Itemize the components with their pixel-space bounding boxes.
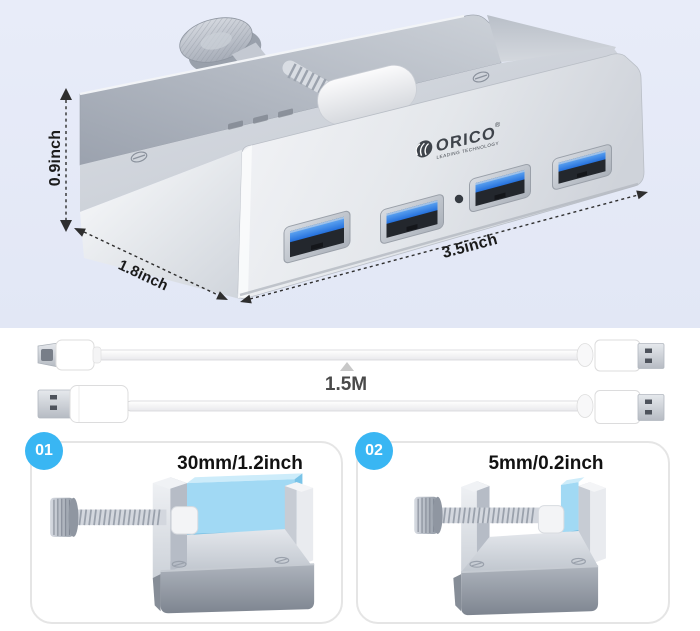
base-screw-icons [171,556,290,568]
usb-a-connector-bottom-left [37,385,129,423]
cable-top [37,339,665,372]
clamp-opening-label-2: 5mm/0.2inch [488,453,604,474]
clamp-open-30mm-render [50,473,315,614]
dimension-height-label: 0.9inch [47,129,64,187]
usb-a-connector-bottom-right [576,390,665,424]
clamp-spec-card-1 [30,441,343,624]
micro-usb-connector [37,339,102,371]
usb-hub-render: ORICO ® LEADING TECHNOLOGY [60,14,648,304]
clamp-opening-label-1: 30mm/1.2inch [177,453,303,474]
clamp-base [152,563,315,614]
step-badge-01: 01 [25,432,63,470]
cable-length-label: 1.5M [324,374,368,395]
clamp-open-5mm-render [414,477,606,616]
side-face [80,146,252,299]
deck-rear-edge [487,15,616,62]
clamp-thumbscrew [50,497,199,537]
brand-registered-mark: ® [495,120,501,129]
clamp-left-wall [461,481,490,573]
cable-section [0,328,700,431]
dimension-arrowheads [60,88,648,304]
dimension-line-width [249,194,639,300]
base-screw-icons [469,557,586,568]
usb-a-connector-top-right [576,339,665,372]
usb-port-3 [469,163,531,213]
deck-screw-icon [130,71,490,163]
cable-length-marker-icon [340,362,354,371]
hero-section: ORICO ® LEADING TECHNOLOGY [0,0,700,328]
clamp-base [453,565,599,616]
usb-port-1 [283,210,351,264]
led-indicator [454,194,464,204]
cable-bottom [37,385,665,424]
usb-port-2 [380,194,444,244]
usb-port-4 [552,144,612,190]
clamp-floor [461,531,599,573]
clamp-thumbscrew [414,496,565,534]
step-badge-02: 02 [355,432,393,470]
orico-logo-icon [415,140,433,158]
dimension-lines [65,100,639,300]
clamp-spec-card-2 [356,441,670,624]
thumbscrew-knob [179,17,271,74]
usb-cable-render [37,339,665,424]
